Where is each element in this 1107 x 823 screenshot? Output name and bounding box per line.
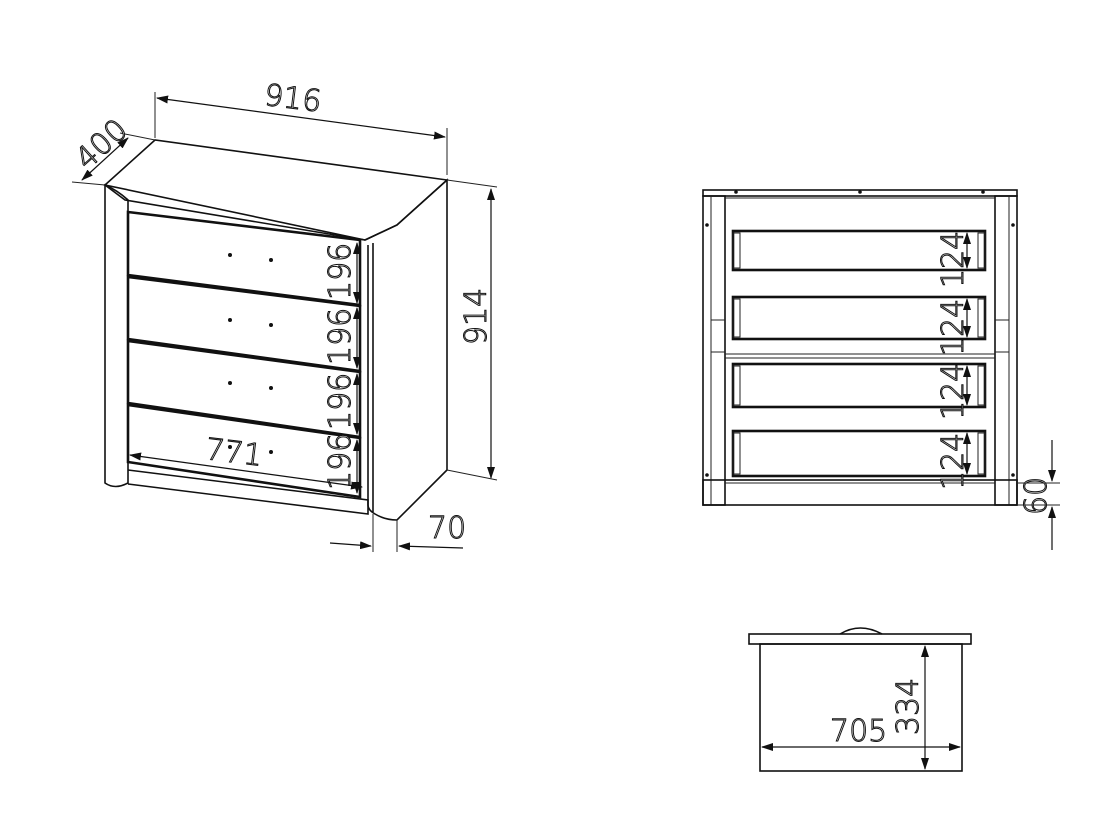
knob — [269, 258, 273, 262]
dim-label-70: 70 — [428, 511, 466, 546]
dim-label-914: 914 — [459, 288, 494, 345]
knob — [269, 450, 273, 454]
dim-label-drawer-3: 196 — [323, 373, 358, 430]
knob — [228, 445, 232, 449]
drawer-front-top — [748, 633, 972, 645]
knob — [269, 323, 273, 327]
dim-label-drawer-4: 196 — [323, 433, 358, 490]
dim-label-60: 60 — [1019, 477, 1054, 515]
drawer-handle — [839, 627, 883, 635]
dim-label-771: 771 — [203, 432, 264, 474]
dim-label-drawer-2: 196 — [323, 308, 358, 365]
knob — [228, 253, 232, 257]
drawer-top-view: 334 705 — [748, 627, 972, 772]
top-front-edge — [104, 184, 366, 241]
knob — [228, 381, 232, 385]
dim-line-70-left — [329, 541, 372, 550]
internal-front-view: 124 124 124 124 60 — [702, 189, 1060, 550]
dim-line-771 — [129, 452, 363, 490]
dim-label-box-1: 124 — [936, 231, 971, 288]
dim-label-916: 916 — [262, 78, 323, 120]
dim-label-box-2: 124 — [936, 299, 971, 356]
dim-line-70-right — [398, 542, 464, 551]
dim-line-400 — [81, 137, 129, 181]
dim-label-drawer-1: 196 — [323, 243, 358, 300]
knob — [269, 386, 273, 390]
dim-label-box-4: 124 — [936, 433, 971, 490]
dim-line-916 — [156, 95, 446, 140]
drawer-box-top — [759, 643, 963, 772]
left-post — [104, 183, 129, 488]
right-side-panel — [364, 178, 448, 521]
drawer-front-4 — [126, 403, 362, 499]
knob — [228, 318, 232, 322]
dim-label-box-3: 124 — [936, 363, 971, 420]
dim-label-334: 334 — [891, 678, 926, 735]
dim-label-705: 705 — [830, 714, 887, 749]
front-perspective-view: 916 400 914 196 196 196 196 771 70 — [68, 77, 498, 552]
